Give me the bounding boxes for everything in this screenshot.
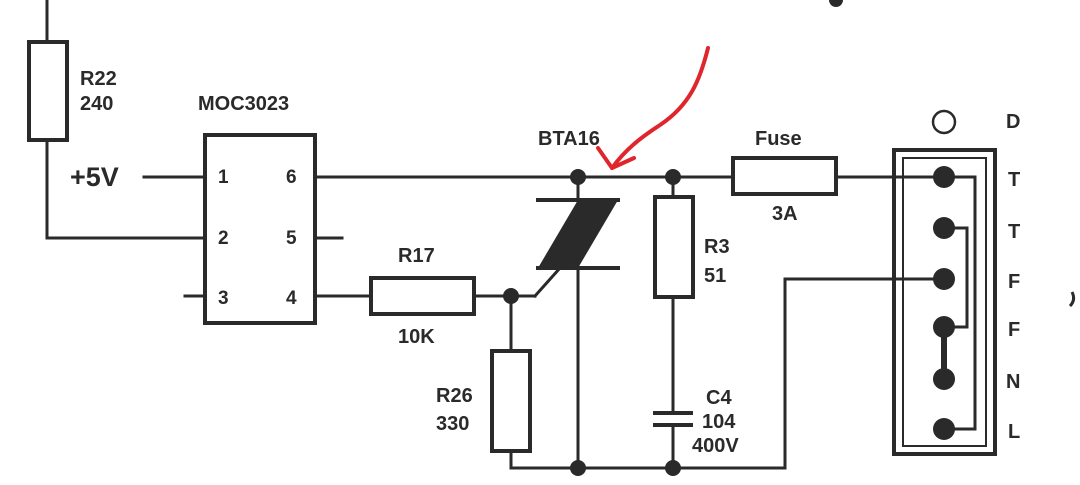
terminal-label-f1: F [1008,271,1020,293]
resistor-r26 [490,349,532,453]
fuse-value: 3A [772,203,798,225]
moc-pin-3: 3 [218,288,229,309]
junction-dot [665,169,681,185]
r22-name: R22 [80,68,117,90]
resistor-r17 [369,276,476,316]
wire-gate-diagonal [532,265,563,299]
r3-name: R3 [704,236,730,258]
r17-value: 10K [398,326,435,348]
r26-value: 330 [436,413,469,435]
moc-pin-4: 4 [286,288,297,309]
terminal-label-t2: T [1008,221,1020,243]
fuse-name: Fuse [755,128,802,150]
terminal-label-d: D [1006,111,1020,133]
junction-dot [665,460,681,476]
terminal-label-n: N [1006,371,1020,393]
r26-name: R26 [436,385,473,407]
edge-partial-glyph [1068,291,1076,308]
terminal-block-inner [902,157,987,447]
triac-symbol-right [578,200,618,268]
r17-name: R17 [398,245,435,267]
moc-pin-1: 1 [218,167,229,188]
terminal-label-f2: F [1008,319,1020,341]
triac-symbol-left [538,200,578,268]
wire-r26-to-bottom [509,277,946,470]
jumper-l [942,175,977,431]
moc-name: MOC3023 [198,93,289,115]
supply-label: +5V [70,162,119,192]
fuse [731,156,838,196]
moc-pin-5: 5 [286,228,297,249]
moc-pin-2: 2 [218,228,229,249]
terminal-pin [933,268,955,290]
optocoupler-moc3023 [203,133,317,325]
jumper-t-to-f [942,226,969,329]
c4-value: 104 [702,411,736,433]
junction-dot [570,460,586,476]
junction-dot [503,288,519,304]
c4-name: C4 [706,387,732,409]
wire-r22-to-pin2 [45,138,207,240]
annotation-arrowhead-icon [596,146,636,170]
terminal-label-t1: T [1008,169,1020,191]
terminal-d-open-circle [931,109,957,135]
terminal-label-l: L [1008,421,1020,443]
bta-name: BTA16 [538,128,600,150]
annotation-arrow-icon [610,46,710,170]
junction-dot [570,169,586,185]
c4-voltage: 400V [692,435,739,457]
moc-pin-6: 6 [286,167,297,188]
resistor-r22 [27,40,69,142]
resistor-r3 [653,195,695,299]
terminal-block [892,148,997,456]
edge-dot [829,0,843,7]
r22-value: 240 [80,93,113,115]
r3-value: 51 [704,265,726,287]
